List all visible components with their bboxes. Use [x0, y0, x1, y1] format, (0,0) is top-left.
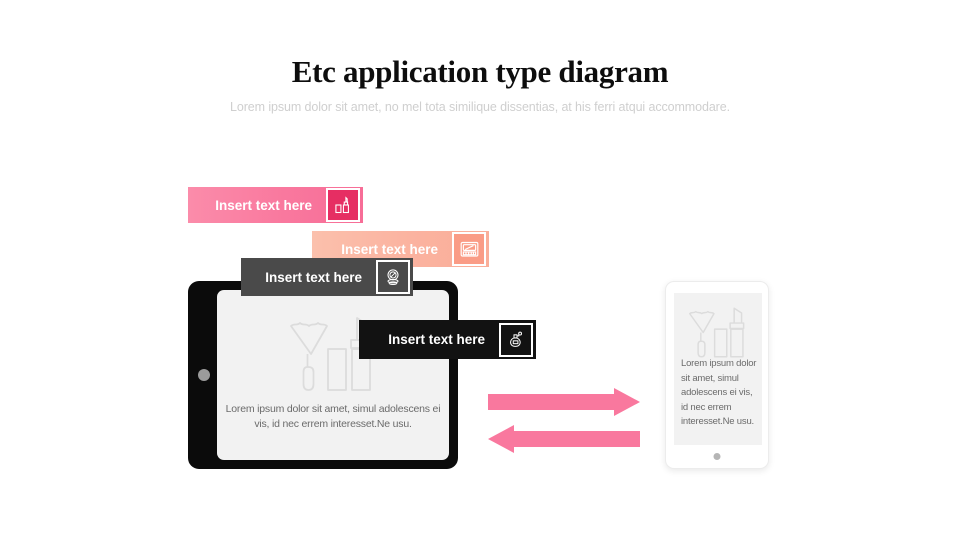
- page-subtitle: Lorem ipsum dolor sit amet, no mel tota …: [230, 100, 730, 114]
- label-bar-3[interactable]: Insert text here: [241, 258, 413, 296]
- makeup-brush-lipstick-icon: [287, 312, 379, 401]
- label-bar-1[interactable]: Insert text here: [188, 187, 363, 223]
- label-bar-2-text: Insert text here: [341, 241, 438, 257]
- label-bar-4-text: Insert text here: [388, 332, 485, 347]
- tablet-device: Lorem ipsum dolor sit amet, simul adoles…: [188, 281, 458, 469]
- phone-home-button[interactable]: [713, 453, 721, 460]
- label-bar-4[interactable]: Insert text here: [359, 320, 536, 359]
- label-bar-3-text: Insert text here: [265, 269, 362, 285]
- arrow-left: [488, 425, 640, 458]
- compact-mirror-icon: [376, 260, 410, 294]
- page-title: Etc application type diagram: [291, 54, 669, 89]
- arrow-right: [488, 388, 640, 421]
- tablet-home-button[interactable]: [198, 369, 210, 381]
- label-bar-1-text: Insert text here: [215, 197, 312, 213]
- phone-device: Lorem ipsum dolor sit amet, simul adoles…: [665, 281, 769, 469]
- makeup-brush-lipstick-icon: [687, 304, 749, 366]
- perfume-bottle-icon: [499, 322, 533, 357]
- tablet-screen-text: Lorem ipsum dolor sit amet, simul adoles…: [225, 403, 441, 430]
- phone-screen-text: Lorem ipsum dolor sit amet, simul adoles…: [681, 358, 757, 427]
- phone-screen: Lorem ipsum dolor sit amet, simul adoles…: [674, 293, 762, 445]
- lipstick-nailpolish-icon: [326, 188, 360, 222]
- makeup-palette-icon: [452, 232, 486, 266]
- tablet-screen: Lorem ipsum dolor sit amet, simul adoles…: [217, 290, 449, 460]
